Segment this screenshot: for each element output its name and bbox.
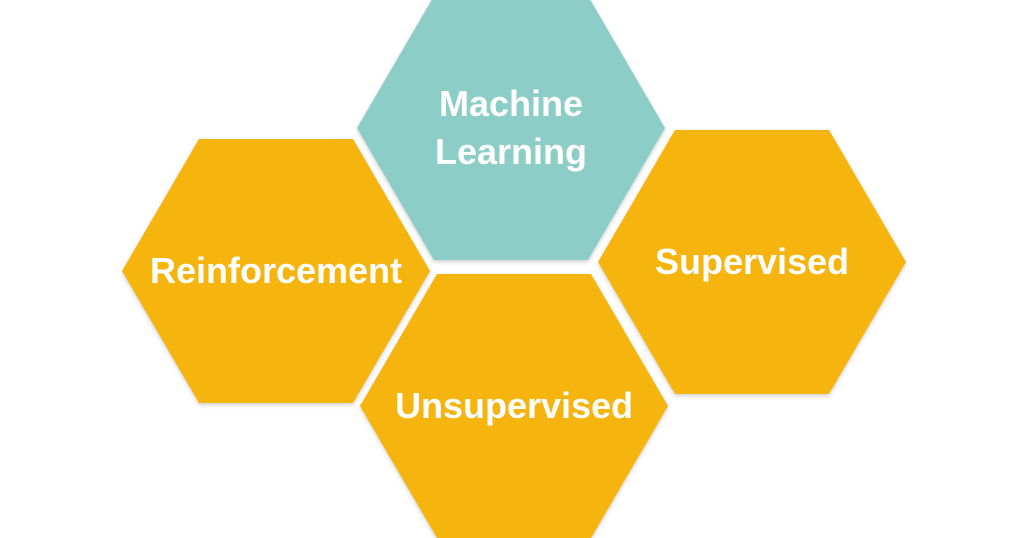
hexagon-label-unsupervised: Unsupervised [394,385,634,427]
hexagon-label-reinforcement: Reinforcement [149,250,403,292]
hexagon-label-machine-learning: Machine Learning [434,83,587,172]
hexagon-machine-learning: Machine Learning [357,0,665,260]
hexagon-supervised: Supervised [598,130,906,394]
hexagon-reinforcement: Reinforcement [122,139,430,403]
hexagon-unsupervised: Unsupervised [360,274,668,538]
hexagon-shape-unsupervised: Unsupervised [360,274,668,538]
hexagon-label-supervised: Supervised [654,241,850,283]
